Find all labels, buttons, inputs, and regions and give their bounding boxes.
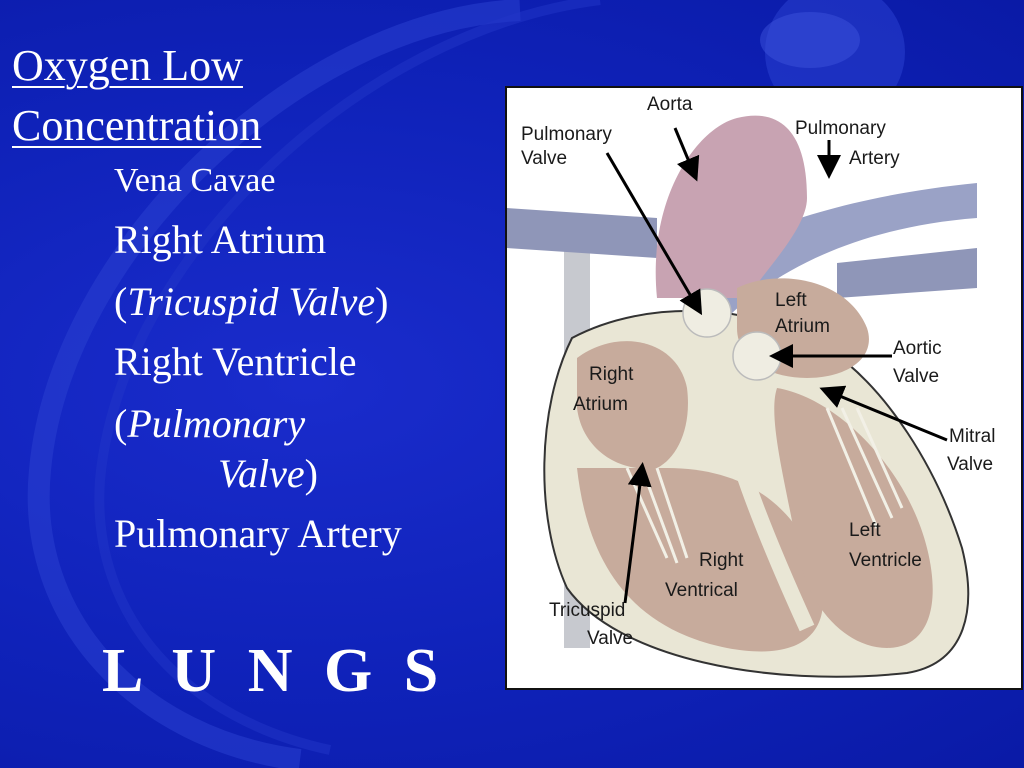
text-block: Oxygen Low Concentration xyxy=(12,36,261,156)
heart-diagram-svg: Aorta Pulmonary Valve Pulmonary Artery L… xyxy=(507,94,995,678)
tricuspid-valve-text: Tricuspid Valve xyxy=(127,279,376,324)
label-right-ventrical-2: Ventrical xyxy=(665,580,738,601)
paren-open-2: ( xyxy=(114,401,128,446)
item-pulmonary-artery: Pulmonary Artery xyxy=(114,511,402,556)
lungs-footer: L U N G S xyxy=(102,637,447,705)
arrow-mitral-valve xyxy=(819,385,948,442)
heading-line-1: Oxygen Low xyxy=(12,41,243,90)
right-atrium-chamber xyxy=(577,341,688,469)
paren-close-2: ) xyxy=(304,451,318,496)
item-pulmonary-valve-line2: Valve) xyxy=(218,450,318,497)
paren-open: ( xyxy=(114,279,128,324)
label-aorta: Aorta xyxy=(647,94,693,115)
item-pulmonary-valve-line1: (Pulmonary xyxy=(114,400,305,447)
label-aortic-valve-1: Aortic xyxy=(893,338,942,359)
item-tricuspid-valve: (Tricuspid Valve) xyxy=(114,278,388,325)
heading-line-2: Concentration xyxy=(12,101,262,150)
paren-close: ) xyxy=(375,279,389,324)
aortic-valve-shape xyxy=(732,331,782,381)
label-right-atrium-1: Right xyxy=(589,364,634,385)
heart-diagram: Aorta Pulmonary Valve Pulmonary Artery L… xyxy=(505,86,1023,690)
mitral-chordae xyxy=(825,407,904,529)
label-tricuspid-valve-1: Tricuspid xyxy=(549,600,625,621)
valve-text: Valve xyxy=(218,451,305,496)
label-pulmonary-valve-2: Valve xyxy=(521,148,567,169)
pulmonary-vein-left xyxy=(507,208,657,258)
item-vena-cavae: Vena Cavae xyxy=(114,162,276,199)
arrow-pulmonary-valve xyxy=(605,152,703,316)
left-ventricle-chamber xyxy=(774,388,933,648)
label-left-ventricle-1: Left xyxy=(849,520,881,541)
septum xyxy=(709,376,815,632)
pulmonary-text: Pulmonary xyxy=(127,401,306,446)
item-right-ventricle: Right Ventricle xyxy=(114,339,357,384)
label-tricuspid-valve-2: Valve xyxy=(587,628,633,649)
label-left-ventricle-2: Ventricle xyxy=(849,550,922,571)
label-pulmonary-artery-2: Artery xyxy=(849,148,900,169)
arrow-tricuspid-valve xyxy=(623,462,652,604)
label-pulmonary-artery-1: Pulmonary xyxy=(795,118,886,139)
label-right-atrium-2: Atrium xyxy=(573,394,628,415)
label-pulmonary-valve-1: Pulmonary xyxy=(521,124,612,145)
label-mitral-valve-1: Mitral xyxy=(949,426,995,447)
label-right-ventrical-1: Right xyxy=(699,550,744,571)
label-left-atrium-2: Atrium xyxy=(775,316,830,337)
item-right-atrium: Right Atrium xyxy=(114,217,327,262)
label-mitral-valve-2: Valve xyxy=(947,454,993,475)
label-left-atrium-1: Left xyxy=(775,290,807,311)
label-aortic-valve-2: Valve xyxy=(893,366,939,387)
arrow-aorta xyxy=(673,127,700,182)
pulmonary-vein-right xyxy=(837,248,977,298)
